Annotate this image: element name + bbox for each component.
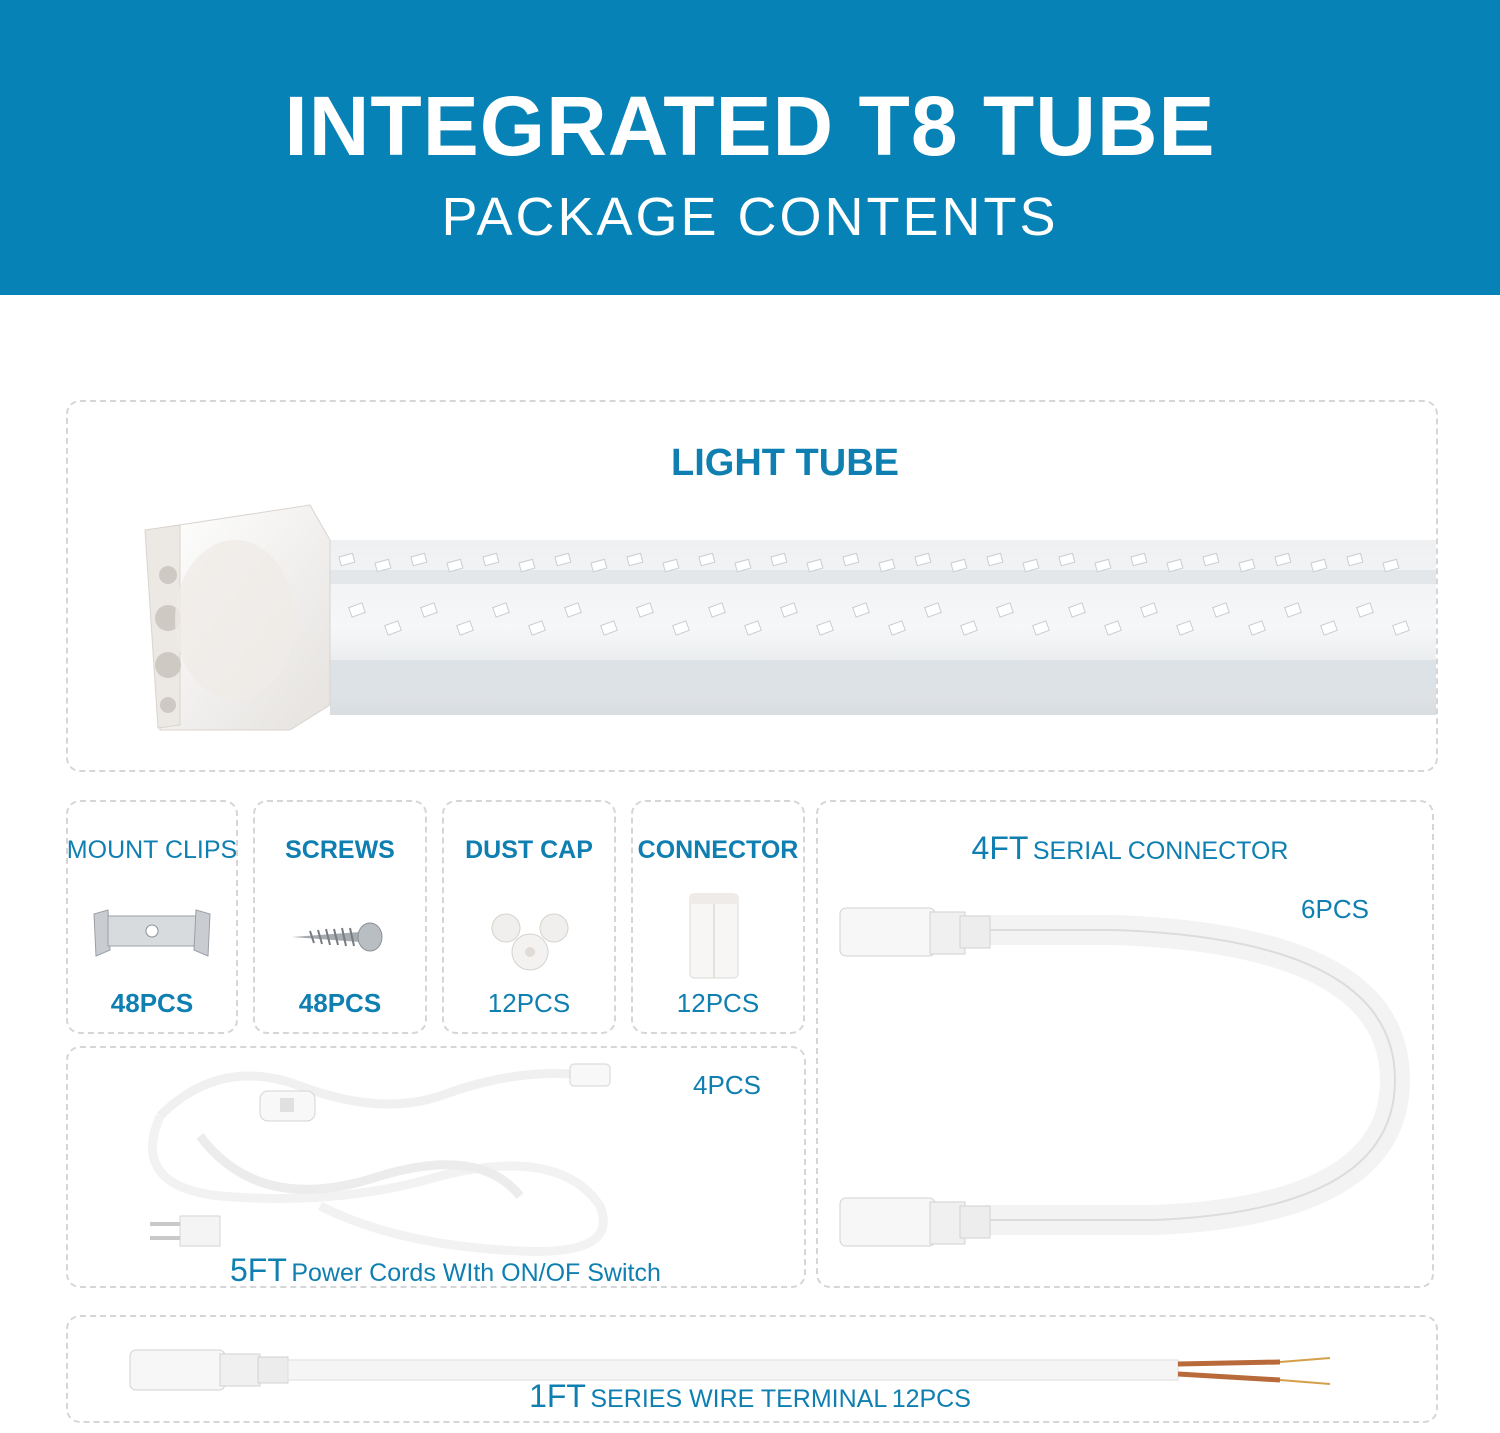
light-tube-label: LIGHT TUBE	[671, 442, 899, 484]
mount-clips-qty: 48PCS	[110, 988, 194, 1018]
header-banner: INTEGRATED T8 TUBE PACKAGE CONTENTS	[0, 0, 1500, 295]
wire-terminal-qty: 12PCS	[891, 1385, 971, 1413]
power-cord-panel	[66, 1046, 806, 1288]
dust-cap-icon	[491, 913, 569, 971]
dust-cap-panel	[442, 800, 616, 1034]
screws-panel	[253, 800, 427, 1034]
screw-icon	[292, 922, 383, 952]
light-tube-image	[144, 504, 1436, 731]
connector-panel	[631, 800, 805, 1034]
serial-connector-image	[839, 907, 1411, 1247]
mount-clips-label: MOUNT CLIPS	[66, 836, 238, 864]
mount-clip-icon	[93, 909, 211, 957]
connector-icon	[689, 893, 739, 979]
power-cord-qty: 4PCS	[693, 1070, 761, 1100]
power-cord-label: Power Cords WIth ON/OF Switch	[291, 1259, 661, 1287]
light-tube-panel	[66, 400, 1438, 772]
serial-connector-label: SERIAL CONNECTOR	[1032, 837, 1289, 865]
connector-qty: 12PCS	[676, 988, 760, 1018]
power-cord-size: 5FT	[230, 1252, 287, 1288]
connector-label: CONNECTOR	[637, 836, 799, 864]
dust-cap-label: DUST CAP	[465, 836, 593, 864]
serial-connector-qty: 6PCS	[1301, 894, 1369, 924]
mount-clips-panel	[66, 800, 238, 1034]
screws-qty: 48PCS	[298, 988, 382, 1018]
page-title: INTEGRATED T8 TUBE	[284, 79, 1216, 173]
wire-terminal-size: 1FT	[529, 1378, 586, 1414]
wire-terminal-image	[129, 1349, 1331, 1391]
serial-connector-panel	[816, 800, 1434, 1288]
power-cord-title: 5FT Power Cords WIth ON/OF Switch	[200, 1252, 690, 1289]
wire-terminal-label: SERIES WIRE TERMINAL	[590, 1385, 888, 1413]
page-subtitle: PACKAGE CONTENTS	[441, 187, 1059, 247]
wire-terminal-title: 1FT SERIES WIRE TERMINAL 12PCS	[430, 1378, 1070, 1415]
serial-connector-size: 4FT	[971, 830, 1029, 866]
serial-connector-title: 4FT SERIAL CONNECTOR	[900, 830, 1360, 867]
dust-cap-qty: 12PCS	[487, 988, 571, 1018]
screws-label: SCREWS	[285, 836, 395, 864]
power-cord-image	[148, 1063, 611, 1256]
wire-terminal-panel	[66, 1315, 1438, 1423]
